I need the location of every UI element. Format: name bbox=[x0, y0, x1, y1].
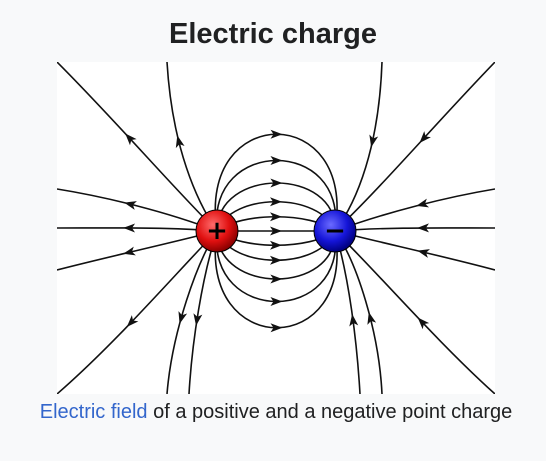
positive-charge: + bbox=[195, 209, 239, 253]
field-arrow-icon bbox=[270, 129, 283, 139]
field-arrow-icon bbox=[369, 134, 379, 148]
field-arrow-icon bbox=[193, 313, 203, 326]
field-line bbox=[57, 188, 218, 232]
electric-field-diagram: + − bbox=[57, 62, 495, 394]
field-arrow-icon bbox=[269, 197, 282, 207]
field-arrow-icon bbox=[270, 178, 283, 188]
field-arrow-icon bbox=[270, 297, 283, 307]
negative-charge: − bbox=[313, 209, 357, 253]
field-line bbox=[57, 230, 218, 394]
field-line bbox=[334, 188, 495, 232]
negative-charge-symbol: − bbox=[324, 216, 346, 246]
field-arrow-icon bbox=[270, 274, 283, 284]
caption-text: of a positive and a negative point charg… bbox=[147, 401, 513, 423]
field-arrow-icon bbox=[419, 131, 431, 143]
field-arrow-icon bbox=[123, 246, 136, 256]
field-arrow-icon bbox=[125, 133, 137, 146]
field-arrow-icon bbox=[417, 317, 430, 330]
field-arrow-icon bbox=[270, 155, 283, 165]
field-arrow-icon bbox=[123, 223, 136, 233]
field-arrow-icon bbox=[367, 312, 377, 325]
field-arrow-icon bbox=[124, 201, 137, 210]
field-line bbox=[57, 62, 218, 232]
field-line bbox=[334, 230, 361, 394]
positive-charge-symbol: + bbox=[206, 216, 228, 246]
field-line bbox=[334, 62, 495, 232]
field-arrow-icon bbox=[416, 223, 429, 233]
field-line bbox=[334, 227, 495, 232]
field-arrow-icon bbox=[269, 212, 282, 222]
field-arrow-icon bbox=[178, 311, 188, 324]
electric-field-link[interactable]: Electric field bbox=[39, 401, 148, 423]
field-arrows bbox=[123, 129, 431, 333]
field-arrow-icon bbox=[270, 323, 283, 333]
infobox-title: Electric charge bbox=[169, 18, 377, 50]
field-line bbox=[57, 230, 218, 271]
field-arrow-icon bbox=[349, 314, 359, 327]
electric-field-figure[interactable]: + − bbox=[57, 62, 495, 394]
field-arrow-icon bbox=[269, 255, 282, 265]
field-arrow-icon bbox=[416, 198, 430, 208]
field-arrow-icon bbox=[126, 315, 139, 327]
field-line bbox=[334, 62, 383, 232]
field-line bbox=[334, 230, 495, 271]
field-arrow-icon bbox=[270, 226, 282, 236]
figure-caption: Electric field of a positive and a negat… bbox=[20, 397, 532, 427]
field-arrow-icon bbox=[175, 135, 185, 149]
field-arrow-icon bbox=[417, 249, 430, 258]
field-line bbox=[57, 227, 218, 232]
field-lines bbox=[57, 62, 495, 394]
field-arrow-icon bbox=[269, 240, 283, 250]
field-line bbox=[334, 230, 495, 394]
